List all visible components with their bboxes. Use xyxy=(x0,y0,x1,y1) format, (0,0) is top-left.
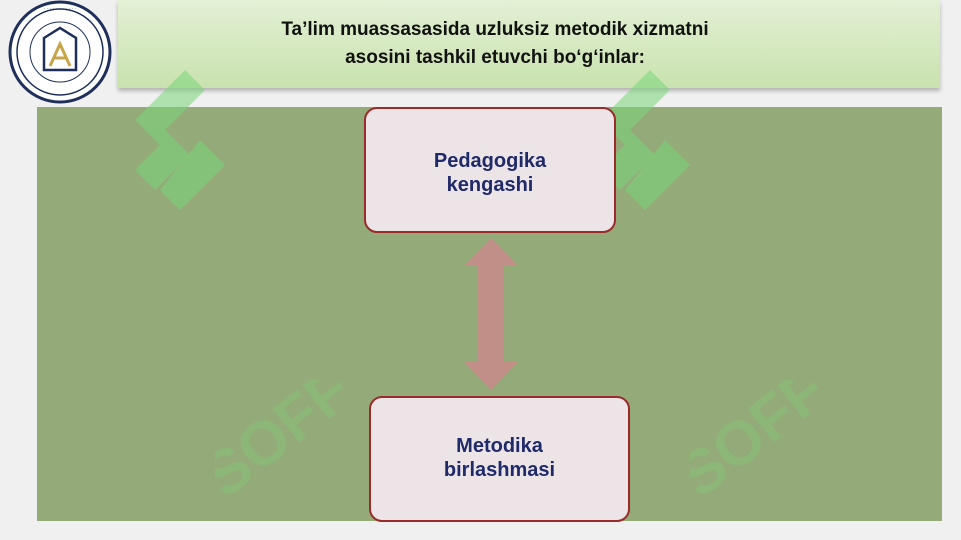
node-pedagogika-kengashi: Pedagogika kengashi xyxy=(364,107,616,233)
node-label-line-1: Metodika xyxy=(456,435,543,457)
title-line-1: Ta’lim muassasasida uzluksiz metodik xiz… xyxy=(281,19,709,40)
node-label-line-2: kengashi xyxy=(446,174,534,196)
node-label-line-2: birlashmasi xyxy=(443,459,556,481)
logo-emblem: · · · · · · · · · · · xyxy=(8,0,112,104)
double-arrow-connector xyxy=(464,238,518,390)
svg-text:· · · · · · · · · · ·: · · · · · · · · · · · xyxy=(44,6,77,12)
page-title: Ta’lim muassasasida uzluksiz metodik xiz… xyxy=(200,16,790,72)
header-banner xyxy=(118,0,940,88)
title-line-2: asosini tashkil etuvchi bo‘g‘inlar: xyxy=(345,47,645,68)
node-label-line-1: Pedagogika xyxy=(433,150,547,172)
node-metodika-birlashmasi: Metodika birlashmasi xyxy=(369,396,630,522)
